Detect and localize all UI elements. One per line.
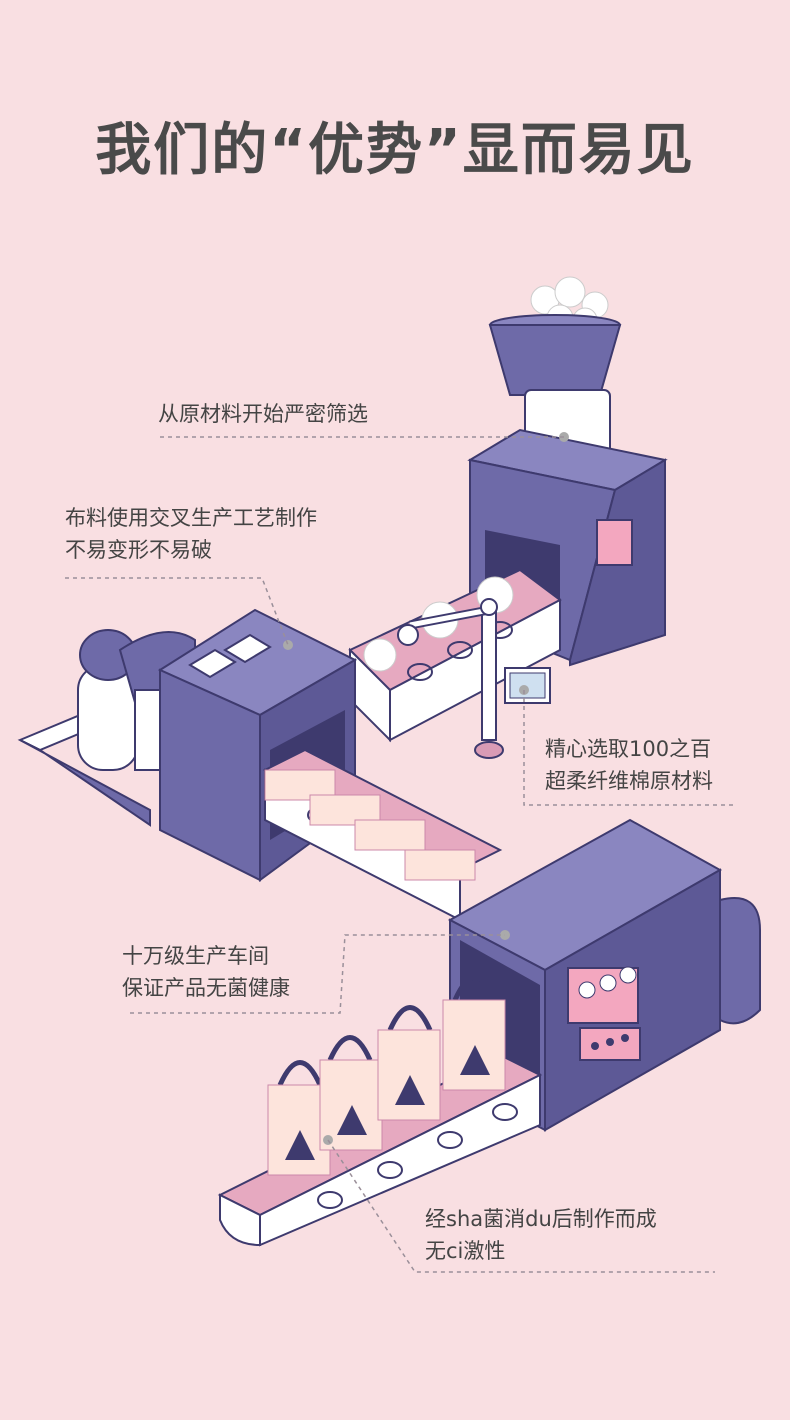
caption-raw-material-screening: 从原材料开始严密筛选 (158, 398, 368, 430)
caption-line: 精心选取100之百 (545, 737, 712, 761)
bottom-conveyor (217, 975, 543, 1247)
caption-clean-workshop: 十万级生产车间 保证产品无菌健康 (122, 940, 290, 1004)
page-title: 我们的“优势”显而易见 (95, 118, 695, 183)
caption-line: 布料使用交叉生产工艺制作 (65, 506, 317, 530)
robot-arm (397, 598, 551, 759)
caption-line: 保证产品无菌健康 (122, 976, 290, 1000)
caption-sterilized: 经sha菌消du后制作而成 无ci激性 (425, 1203, 657, 1267)
caption-line: 无ci激性 (425, 1239, 506, 1263)
marker-dots (283, 432, 569, 1145)
caption-line: 从原材料开始严密筛选 (158, 402, 368, 426)
caption-cotton-selection: 精心选取100之百 超柔纤维棉原材料 (545, 733, 713, 797)
caption-line: 十万级生产车间 (122, 944, 269, 968)
middle-conveyor (262, 748, 503, 922)
upper-conveyor (348, 568, 562, 743)
caption-line: 超柔纤维棉原材料 (545, 769, 713, 793)
leader-lines (65, 436, 735, 1273)
caption-line: 经sha菌消du后制作而成 (425, 1207, 657, 1231)
caption-line: 不易变形不易破 (65, 538, 212, 562)
caption-cross-weaving: 布料使用交叉生产工艺制作 不易变形不易破 (65, 502, 317, 566)
